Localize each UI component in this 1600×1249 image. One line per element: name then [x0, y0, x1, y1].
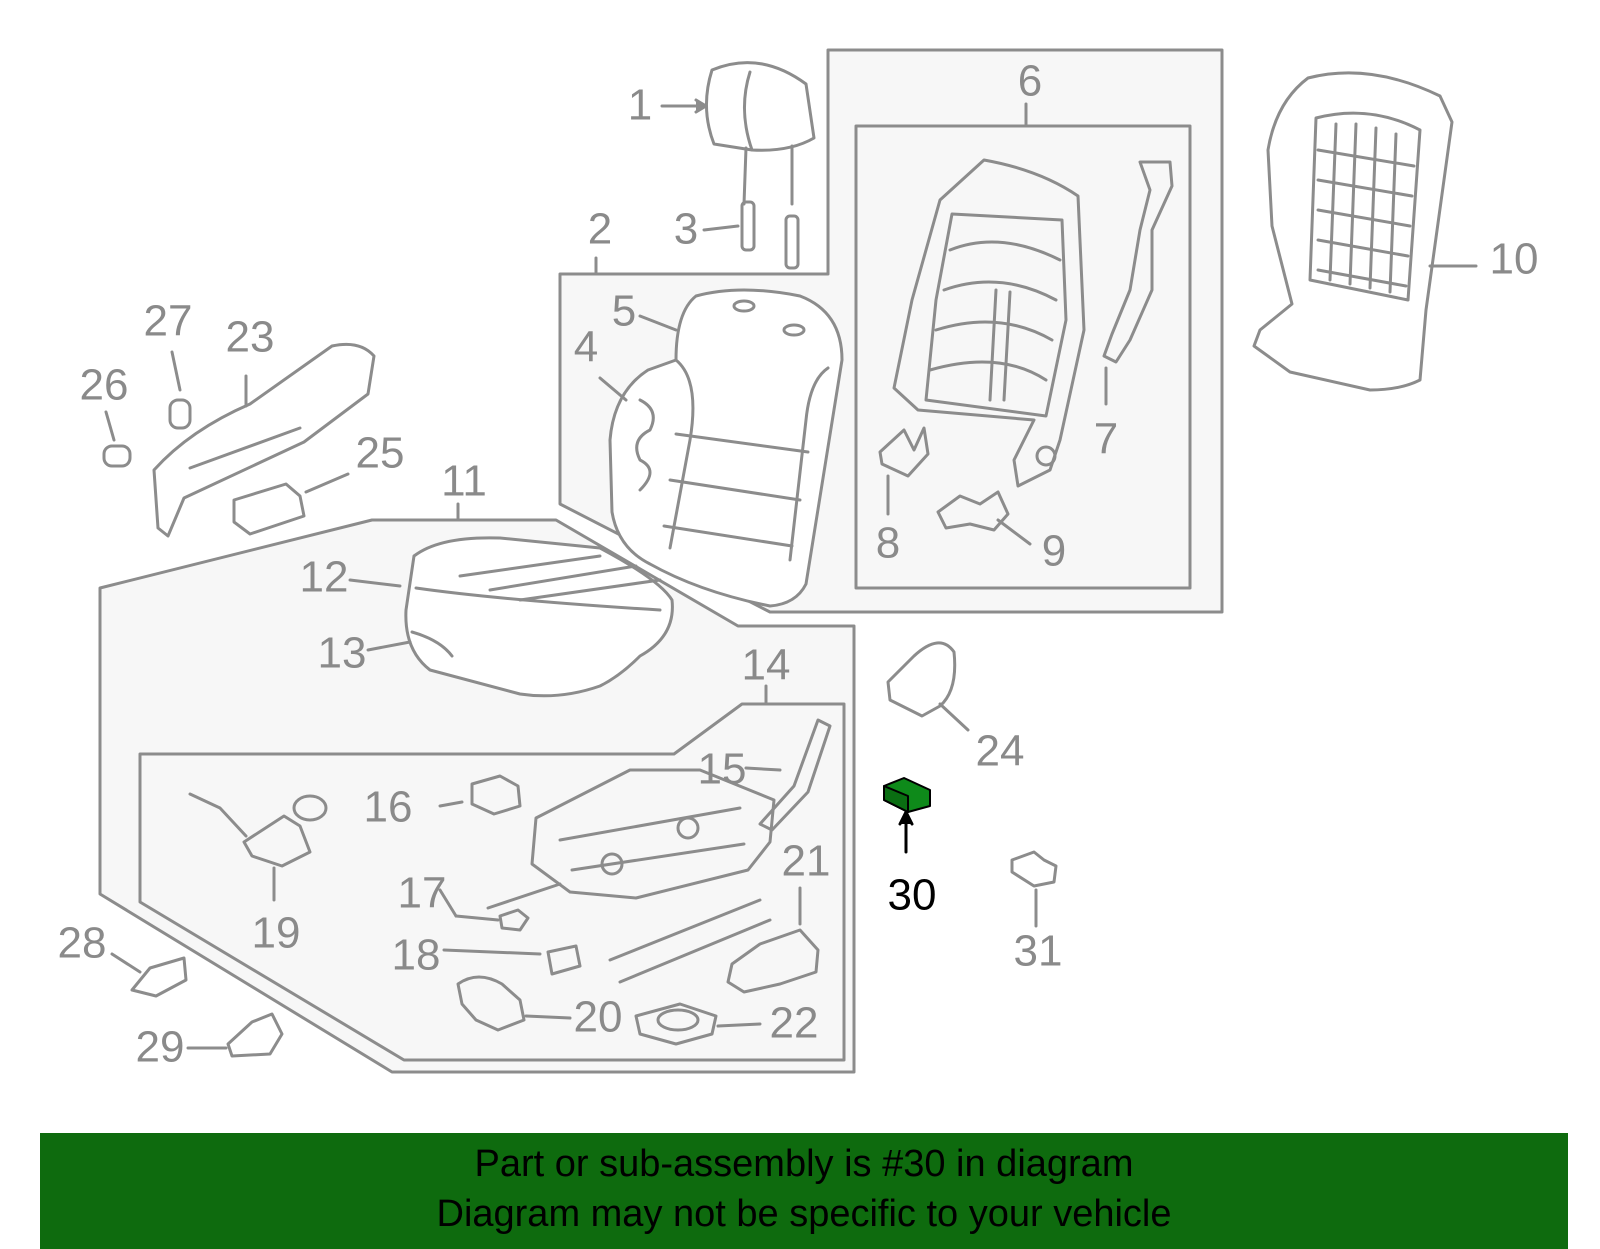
part-25 — [232, 482, 306, 536]
callout-22: 22 — [770, 999, 819, 1048]
callout-31: 31 — [1014, 927, 1063, 976]
info-banner: Part or sub-assembly is #30 in diagram D… — [40, 1133, 1568, 1249]
part-22 — [634, 1002, 718, 1046]
leader-lines — [104, 98, 1478, 1050]
part-bracket-8 — [878, 426, 930, 478]
callout-12: 12 — [300, 553, 349, 602]
part-side-strip — [1102, 160, 1174, 364]
banner-line-2: Diagram may not be specific to your vehi… — [436, 1193, 1172, 1235]
callout-labels: 1 2 3 4 5 6 7 8 9 10 11 12 13 14 15 16 1… — [58, 57, 1539, 1072]
callout-4: 4 — [574, 323, 598, 372]
callout-8: 8 — [876, 519, 900, 568]
callout-15: 15 — [698, 745, 747, 794]
callout-3: 3 — [674, 205, 698, 254]
part-29 — [226, 1012, 284, 1058]
callout-20: 20 — [574, 993, 623, 1042]
callout-16: 16 — [364, 783, 413, 832]
callout-28: 28 — [58, 919, 107, 968]
callout-14: 14 — [742, 641, 791, 690]
part-seat-back — [608, 288, 844, 608]
leader-30 — [898, 810, 914, 854]
callout-10: 10 — [1490, 235, 1539, 284]
part-bracket-9 — [936, 490, 1010, 532]
part-19 — [188, 792, 328, 868]
panel-6 — [854, 124, 1192, 590]
part-27 — [168, 398, 192, 430]
part-17 — [498, 908, 530, 932]
part-18 — [546, 944, 582, 976]
callout-13: 13 — [318, 629, 367, 678]
callout-24: 24 — [976, 727, 1025, 776]
callout-5: 5 — [612, 287, 636, 336]
part-31 — [1010, 850, 1058, 888]
callout-7: 7 — [1094, 415, 1118, 464]
part-motor-21 — [726, 928, 820, 994]
callout-30: 30 — [888, 871, 937, 920]
part-seat-cushion — [404, 536, 674, 698]
part-28 — [130, 956, 188, 998]
banner-line-1: Part or sub-assembly is #30 in diagram — [474, 1143, 1134, 1185]
callout-19: 19 — [252, 909, 301, 958]
callout-25: 25 — [356, 429, 405, 478]
callout-1: 1 — [628, 81, 652, 130]
part-back-panel — [1252, 71, 1454, 392]
callout-18: 18 — [392, 931, 441, 980]
callout-21: 21 — [782, 837, 831, 886]
part-harness-15 — [758, 718, 832, 832]
callout-27: 27 — [144, 297, 193, 346]
part-guides — [740, 200, 800, 270]
callout-17: 17 — [398, 869, 447, 918]
callout-2: 2 — [588, 205, 612, 254]
panel-14 — [138, 702, 846, 1062]
callout-9: 9 — [1042, 527, 1066, 576]
part-motor-20 — [456, 975, 526, 1032]
part-cushion-frame — [486, 768, 776, 984]
callout-26: 26 — [80, 361, 129, 410]
part-back-frame — [892, 158, 1086, 488]
part-cover-24 — [886, 641, 957, 718]
part-30-highlight — [883, 777, 931, 813]
part-side-shield — [152, 342, 376, 538]
part-16 — [470, 774, 522, 816]
callout-29: 29 — [136, 1023, 185, 1072]
part-headrest — [704, 61, 816, 206]
callout-11: 11 — [441, 457, 487, 506]
part-26 — [102, 444, 132, 468]
callout-6: 6 — [1018, 57, 1042, 106]
callout-23: 23 — [226, 313, 275, 362]
